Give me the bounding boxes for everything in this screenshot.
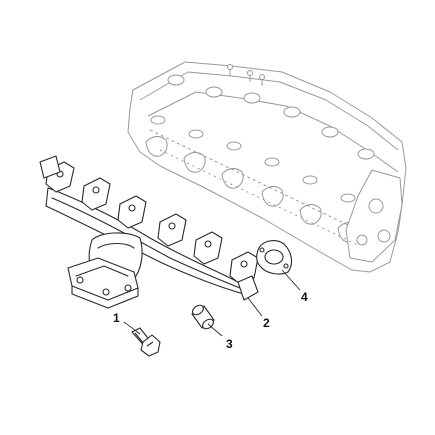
leader-lines <box>123 269 301 337</box>
bolt <box>131 327 161 357</box>
callout-3: 3 <box>226 337 233 351</box>
callout-4: 4 <box>301 290 308 304</box>
leader-line-1 <box>123 321 141 335</box>
leader-line-2 <box>247 297 263 317</box>
callout-1: 1 <box>113 311 120 325</box>
spacer-sleeve <box>191 304 215 330</box>
callout-2: 2 <box>263 316 270 330</box>
exhaust-manifold <box>39 155 259 309</box>
cylinder-head <box>127 61 407 273</box>
leader-line-4 <box>281 269 301 291</box>
gasket <box>256 240 293 275</box>
leader-line-3 <box>207 323 223 337</box>
